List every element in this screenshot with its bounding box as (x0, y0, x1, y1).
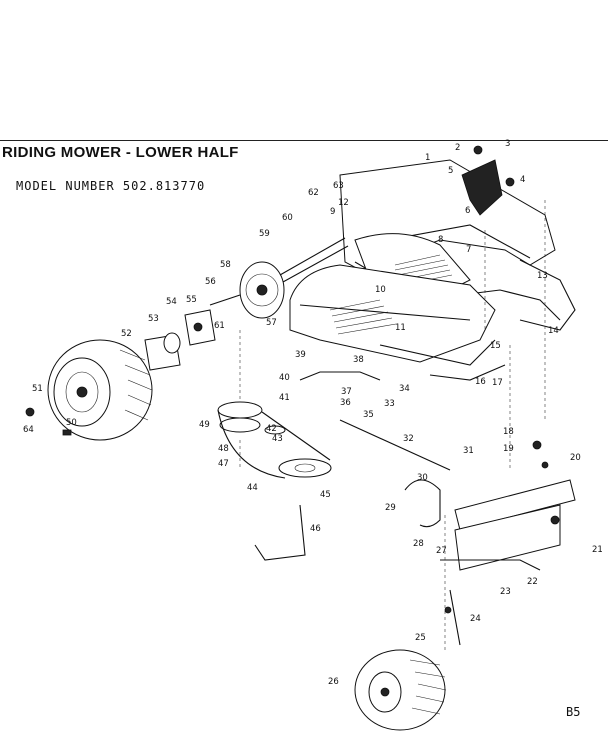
callout-18: 18 (503, 427, 514, 437)
callout-12: 12 (338, 198, 349, 208)
callout-16: 16 (475, 377, 486, 387)
callout-32: 32 (403, 434, 414, 444)
callout-34: 34 (399, 384, 410, 394)
callout-9: 9 (330, 207, 335, 217)
callout-55: 55 (186, 295, 197, 305)
callout-19: 19 (503, 444, 514, 454)
callout-17: 17 (492, 378, 503, 388)
callout-52: 52 (121, 329, 132, 339)
callout-1: 1 (425, 153, 430, 163)
callout-15: 15 (490, 341, 501, 351)
callout-13: 13 (537, 271, 548, 281)
callout-22: 22 (527, 577, 538, 587)
callout-29: 29 (385, 503, 396, 513)
callout-36: 36 (340, 398, 351, 408)
left-rear-wheel (47, 339, 153, 441)
callout-33: 33 (384, 399, 395, 409)
front-axle-assembly (404, 479, 576, 646)
callout-60: 60 (282, 213, 293, 223)
callout-26: 26 (328, 677, 339, 687)
callout-25: 25 (415, 633, 426, 643)
callout-51: 51 (32, 384, 43, 394)
callout-44: 44 (247, 483, 258, 493)
callout-7: 7 (466, 245, 471, 255)
callout-24: 24 (470, 614, 481, 624)
callout-3: 3 (505, 139, 510, 149)
callout-63: 63 (333, 181, 344, 191)
callout-61: 61 (214, 321, 225, 331)
callout-5: 5 (448, 166, 453, 176)
callout-58: 58 (220, 260, 231, 270)
page-code: B5 (566, 705, 581, 719)
model-number: MODEL NUMBER 502.813770 (16, 179, 206, 193)
callout-49: 49 (199, 420, 210, 430)
pulley-belt-system (217, 371, 451, 561)
alignment-lines (239, 200, 546, 650)
callout-46: 46 (310, 524, 321, 534)
callout-54: 54 (166, 297, 177, 307)
callout-10: 10 (375, 285, 386, 295)
callout-21: 21 (592, 545, 603, 555)
callout-14: 14 (548, 326, 559, 336)
callout-4: 4 (520, 175, 525, 185)
callout-64: 64 (23, 425, 34, 435)
callout-47: 47 (218, 459, 229, 469)
callout-62: 62 (308, 188, 319, 198)
front-wheel (354, 649, 447, 731)
callout-35: 35 (363, 410, 374, 420)
callout-56: 56 (205, 277, 216, 287)
hardware-fasteners (25, 145, 560, 614)
callout-2: 2 (455, 143, 460, 153)
callout-30: 30 (417, 473, 428, 483)
axle-hub-parts (144, 309, 216, 371)
callout-37: 37 (341, 387, 352, 397)
diagram-title: RIDING MOWER - LOWER HALF (2, 144, 239, 161)
callout-53: 53 (148, 314, 159, 324)
callout-42: 42 (266, 424, 277, 434)
callout-57: 57 (266, 318, 277, 328)
callout-23: 23 (500, 587, 511, 597)
header-rule (0, 140, 608, 141)
callout-20: 20 (570, 453, 581, 463)
callout-27: 27 (436, 546, 447, 556)
callout-48: 48 (218, 444, 229, 454)
callout-50: 50 (66, 418, 77, 428)
callout-39: 39 (295, 350, 306, 360)
callout-41: 41 (279, 393, 290, 403)
callout-11: 11 (395, 323, 406, 333)
callout-8: 8 (438, 235, 443, 245)
callout-45: 45 (320, 490, 331, 500)
callout-43: 43 (272, 434, 283, 444)
callout-38: 38 (353, 355, 364, 365)
transaxle-housing (209, 237, 349, 319)
callout-31: 31 (463, 446, 474, 456)
callout-59: 59 (259, 229, 270, 239)
callout-6: 6 (465, 206, 470, 216)
callout-28: 28 (413, 539, 424, 549)
callout-40: 40 (279, 373, 290, 383)
mower-deck-plate (289, 264, 506, 381)
